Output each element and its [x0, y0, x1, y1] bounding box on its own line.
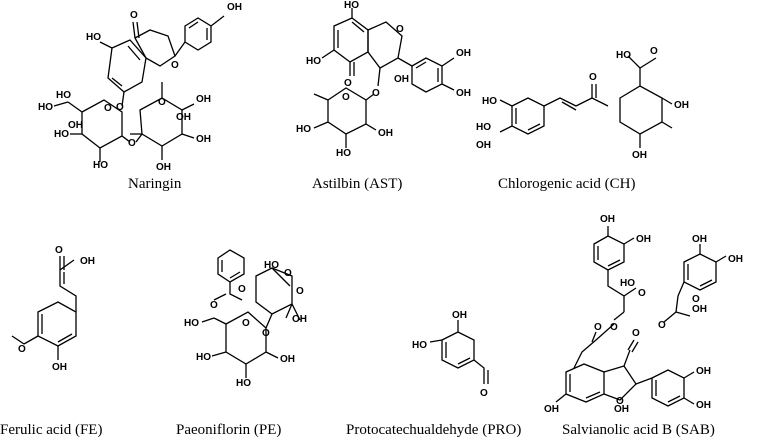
salvianolic-atom-label: O: [610, 322, 618, 333]
paeoniflorin-atom-label: O: [238, 284, 246, 295]
caption-chlorogenic-acid: Chlorogenic acid (CH): [498, 176, 636, 192]
naringin-atom-label: OH: [68, 120, 83, 131]
astilbin-atom-label: HO: [296, 124, 311, 135]
caption-naringin: Naringin: [128, 176, 182, 192]
salvianolic-atom-label: O: [632, 328, 640, 339]
naringin-atom-label: HO: [38, 102, 53, 113]
paeoniflorin-atom-label: HO: [184, 318, 199, 329]
paeoniflorin-atom-label: O: [296, 286, 304, 297]
naringin-atom-label: O: [158, 97, 166, 108]
paeoniflorin-structure: HO O O O HO O O HO HO OH OH O: [184, 249, 307, 389]
astilbin-atom-label: OH: [456, 88, 471, 99]
naringin-atom-label: HO: [54, 129, 69, 140]
paeoniflorin-atom-label: HO: [196, 352, 211, 363]
caption-salvianolic-acid-b: Salvianolic acid B (SAB): [562, 422, 715, 438]
astilbin-atom-label: O: [342, 92, 350, 103]
astilbin-atom-label: HO: [336, 148, 351, 159]
naringin-atom-label: O: [171, 60, 179, 71]
paeoniflorin-atom-label: O: [284, 268, 292, 279]
protocatechualdehyde-structure: HO OH O: [412, 310, 489, 399]
salvianolic-atom-label: OH: [544, 404, 559, 415]
naringin-atom-label: O: [116, 102, 124, 113]
astilbin-atom-label: O: [396, 24, 404, 35]
protocatechualdehyde-atom-label: HO: [412, 340, 427, 351]
salvianolic-atom-label: OH: [728, 254, 743, 265]
astilbin-atom-label: OH: [378, 128, 393, 139]
chlorogenic-atom-label: O: [650, 46, 658, 57]
salvianolic-structure: OH OH OH OH HO O O O OH O O O OH OH O OH…: [544, 214, 743, 415]
naringin-atom-label: OH: [156, 162, 171, 173]
astilbin-atom-label: HO: [306, 56, 321, 67]
salvianolic-atom-label: OH: [696, 400, 711, 411]
salvianolic-atom-label: OH: [692, 304, 707, 315]
paeoniflorin-atom-label: O: [210, 300, 218, 311]
salvianolic-atom-label: OH: [636, 234, 651, 245]
chlorogenic-atom-label: OH: [674, 100, 689, 111]
chlorogenic-atom-label: OH: [632, 150, 647, 161]
astilbin-atom-label: O: [372, 88, 380, 99]
naringin-atom-label: O: [130, 10, 138, 21]
chlorogenic-atom-label: O: [589, 72, 597, 83]
paeoniflorin-atom-label: O: [262, 328, 270, 339]
salvianolic-atom-label: O: [594, 322, 602, 333]
naringin-atom-label: O: [104, 103, 112, 114]
chlorogenic-atom-label: OH: [476, 140, 491, 151]
astilbin-atom-label: OH: [394, 74, 409, 85]
chlorogenic-atom-label: HO: [482, 96, 497, 107]
chlorogenic-atom-label: HO: [476, 122, 491, 133]
chlorogenic-atom-label: HO: [616, 50, 631, 61]
astilbin-atom-label: HO: [344, 0, 359, 11]
salvianolic-atom-label: OH: [614, 404, 629, 415]
ferulic-structure: O OH O OH: [11, 245, 95, 373]
paeoniflorin-atom-label: O: [242, 318, 250, 329]
naringin-atom-label: OH: [176, 112, 191, 123]
salvianolic-atom-label: O: [616, 396, 624, 407]
salvianolic-atom-label: OH: [696, 366, 711, 377]
caption-protocatechualdehyde: Protocatechualdehyde (PRO): [346, 422, 522, 438]
naringin-atom-label: O: [128, 138, 136, 149]
caption-astilbin: Astilbin (AST): [312, 176, 403, 192]
ferulic-atom-label: OH: [52, 362, 67, 373]
astilbin-structure: HO OH HO O O OH OH O O HO HO OH: [296, 0, 471, 159]
caption-paeoniflorin: Paeoniflorin (PE): [176, 422, 282, 438]
ferulic-atom-label: O: [55, 245, 63, 256]
naringin-atom-label: HO: [93, 160, 108, 171]
protocatechualdehyde-atom-label: OH: [452, 310, 467, 321]
naringin-atom-label: HO: [56, 90, 71, 101]
astilbin-atom-label: O: [344, 78, 352, 89]
paeoniflorin-atom-label: HO: [236, 378, 251, 389]
naringin-atom-label: OH: [196, 94, 211, 105]
caption-ferulic-acid: Ferulic acid (FE): [0, 422, 103, 438]
paeoniflorin-atom-label: OH: [292, 314, 307, 325]
salvianolic-atom-label: HO: [620, 278, 635, 289]
naringin-atom-label: OH: [196, 134, 211, 145]
ferulic-atom-label: OH: [80, 256, 95, 267]
naringin-atom-label: HO: [86, 32, 101, 43]
salvianolic-atom-label: O: [692, 294, 700, 305]
naringin-atom-label: OH: [227, 2, 242, 13]
chlorogenic-structure: HO OH O HO HO O OH OH: [476, 46, 689, 161]
salvianolic-atom-label: OH: [692, 234, 707, 245]
paeoniflorin-atom-label: OH: [280, 354, 295, 365]
salvianolic-atom-label: O: [658, 320, 666, 331]
astilbin-atom-label: OH: [456, 48, 471, 59]
paeoniflorin-atom-label: HO: [264, 260, 279, 271]
naringin-structure: OH O HO O O HO HO HO O OH OH OH O O OH H…: [38, 2, 242, 173]
salvianolic-atom-label: OH: [600, 214, 615, 225]
salvianolic-atom-label: O: [638, 288, 646, 299]
ferulic-atom-label: O: [18, 344, 26, 355]
protocatechualdehyde-atom-label: O: [480, 388, 488, 399]
